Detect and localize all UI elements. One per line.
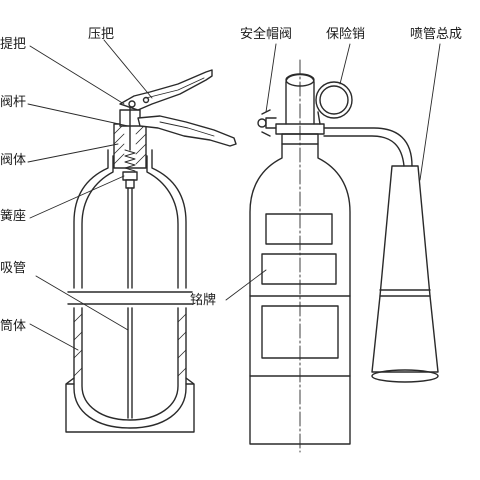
nameplate-frame	[261, 253, 337, 285]
valve-body-hatch	[113, 123, 147, 165]
leader-spring-seat	[29, 175, 125, 219]
label-press-handle: 压把	[88, 27, 114, 42]
leader-press-handle	[103, 39, 153, 99]
horn-flare-mouth	[371, 369, 439, 383]
labels: 压把 提把 阀杆 阀体 簧座 吸管 筒体 安全帽阀 保险销 喷管总成 铭牌	[0, 26, 462, 334]
safety-pin-ring-inner	[319, 85, 349, 115]
label-lift-handle: 提把	[0, 36, 26, 52]
leader-cylinder	[29, 323, 79, 351]
siphon-tube-lower	[127, 307, 133, 419]
cylinder-lower-outer	[73, 307, 187, 429]
cylinder-wall-hatch	[73, 313, 187, 377]
base-ring	[65, 377, 195, 433]
label-valve-body: 阀体	[0, 153, 26, 168]
horn-hose	[323, 127, 413, 167]
horn-nozzle	[379, 165, 431, 297]
cylinder-upper-outer	[73, 149, 187, 289]
leader-lift-handle	[29, 45, 125, 105]
leader-nameplate	[225, 269, 267, 301]
exterior-extinguisher	[249, 59, 439, 453]
valve-spring	[124, 149, 136, 172]
handle-pivot-2	[142, 96, 150, 104]
safety-pin-ring	[315, 81, 353, 119]
leader-valve-body	[27, 143, 119, 163]
press-handle-inner	[145, 77, 205, 99]
cylinder-lower-inner	[81, 307, 179, 421]
ext-label-top	[265, 213, 333, 245]
label-horn-assembly: 喷管总成	[410, 27, 462, 42]
horn-flare	[371, 295, 439, 373]
lift-handle-inner	[159, 121, 215, 137]
label-safety-pin: 保险销	[326, 27, 365, 42]
label-spring-seat: 簧座	[0, 208, 26, 224]
label-cylinder: 筒体	[0, 318, 26, 334]
leader-lines	[27, 39, 441, 351]
label-valve-stem: 阀杆	[0, 95, 26, 110]
spring-seat	[122, 171, 138, 181]
safety-cap-valve	[261, 109, 277, 137]
section-extinguisher	[65, 69, 237, 433]
lift-handle	[137, 115, 237, 147]
leader-valve-stem	[27, 103, 129, 127]
cylinder-upper-inner	[81, 155, 179, 289]
label-siphon-tube: 吸管	[0, 261, 26, 276]
spring-seat-lower	[125, 179, 135, 189]
label-nameplate: 铭牌	[190, 292, 216, 308]
safety-pin	[317, 111, 321, 125]
label-safety-cap-valve: 安全帽阀	[240, 26, 292, 42]
leader-safety-cap	[265, 43, 277, 113]
safety-cap-valve-knob	[257, 118, 267, 128]
siphon-tube	[127, 187, 133, 289]
leader-siphon	[35, 275, 129, 331]
leader-horn	[419, 43, 441, 181]
ext-label-bottom	[261, 305, 339, 359]
handle-pivot	[128, 100, 136, 108]
leader-safety-pin	[339, 43, 351, 85]
